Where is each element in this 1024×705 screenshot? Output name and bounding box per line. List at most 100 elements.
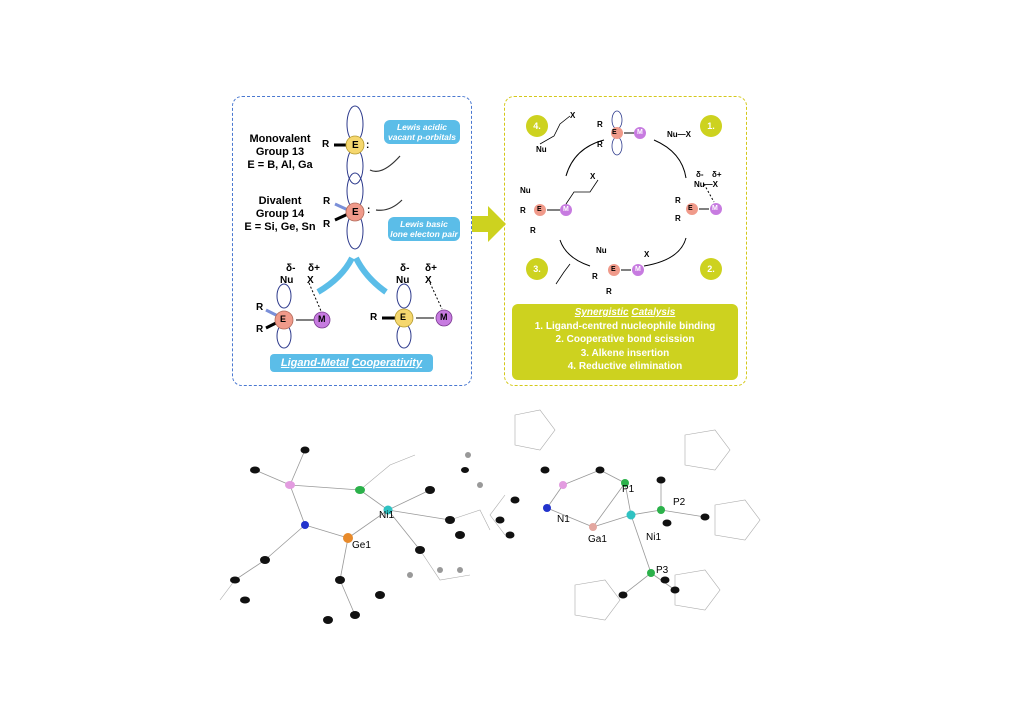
label-n1: N1	[557, 514, 570, 525]
r-left-top: R	[256, 302, 264, 313]
nu-x-bound: Nu—X	[694, 180, 718, 189]
nu-bottom: Nu	[596, 246, 607, 255]
divalent-line-3: E = Si, Ge, Sn	[244, 221, 316, 233]
catalysis-title: Synergistic Catalysis	[512, 306, 738, 320]
crystal-structure-left	[219, 446, 491, 624]
divalent-line-2: Group 14	[255, 208, 305, 220]
nu-left-cycle: Nu	[520, 186, 531, 195]
m-bottom: M	[635, 266, 641, 273]
nu-product: Nu	[536, 145, 547, 154]
x-bottom: X	[644, 250, 650, 259]
cycle-top-complex	[611, 110, 646, 156]
coop-word-2: Cooperativity	[351, 357, 423, 369]
atom-ni1	[383, 505, 393, 515]
group14-center	[334, 172, 365, 250]
label-ni1-left: Ni1	[379, 510, 395, 521]
label-p3: P3	[656, 565, 669, 576]
delta-minus-right: δ-	[400, 263, 410, 274]
r-bottom-1: R	[592, 272, 598, 281]
m-right-complex: M	[440, 312, 448, 322]
synergistic-catalysis-box: Synergistic Catalysis 1. Ligand-centred …	[512, 304, 738, 380]
r-top-2: R	[597, 140, 603, 149]
catalysis-title-word-2: Catalysis	[631, 307, 676, 318]
left-panel-diagram	[265, 105, 453, 349]
r-right-2: R	[675, 214, 681, 223]
label-p1: P1	[622, 484, 635, 495]
r-label-group14-bottom: R	[323, 219, 331, 230]
monovalent-line-3: E = B, Al, Ga	[247, 159, 313, 171]
cooperativity-complex-left	[265, 282, 331, 349]
transition-arrow	[472, 206, 506, 242]
callout-acidic-line-1: Lewis acidic	[396, 122, 448, 132]
catalysis-step-3: 3. Alkene insertion	[580, 347, 670, 359]
r-right-1: R	[675, 196, 681, 205]
divalent-line-1: Divalent	[258, 195, 302, 207]
e-right-complex: E	[400, 312, 407, 322]
step-badge-3: 3.	[526, 258, 548, 280]
r-label-group13: R	[322, 139, 330, 150]
delta-plus-right: δ+	[425, 263, 437, 274]
alkene-substrate	[555, 263, 571, 285]
nu-right: Nu	[396, 275, 410, 286]
label-ni1-right: Ni1	[646, 532, 662, 543]
step-badge-4: 4.	[526, 115, 548, 137]
e-label-group13: E	[352, 140, 359, 151]
product-chain	[539, 115, 571, 145]
atom-n	[301, 521, 309, 529]
atom-p	[355, 486, 365, 494]
x-right: X	[425, 275, 432, 286]
colon-group14: :	[367, 205, 371, 216]
label-ga1: Ga1	[588, 534, 607, 545]
colon-group13: :	[366, 140, 370, 151]
cycle-right-complex	[686, 183, 722, 215]
cooperativity-complex-right	[382, 282, 453, 349]
divalent-label: Divalent Group 14 E = Si, Ge, Sn	[238, 195, 322, 234]
catalytic-cycle-diagram	[534, 110, 722, 285]
callout-lewis-basic: Lewis basic lone electon pair	[388, 217, 460, 241]
atom-p1	[621, 479, 629, 487]
catalysis-title-word-1: Synergistic	[574, 307, 629, 318]
e-left-cycle: E	[537, 206, 542, 213]
x-left-cycle: X	[590, 172, 596, 181]
nu-x-reagent: Nu—X	[667, 130, 691, 139]
m-right: M	[712, 205, 718, 212]
atom-si	[285, 481, 295, 489]
synergistic-catalysis-panel	[504, 96, 747, 386]
m-left-complex: M	[318, 314, 326, 324]
atom-n1	[543, 504, 551, 512]
r-left-cycle-2: R	[530, 226, 536, 235]
cycle-bottom-complex	[608, 264, 644, 276]
delta-plus-cycle: δ+	[712, 170, 722, 179]
delta-minus-cycle: δ-	[696, 170, 704, 179]
e-top: E	[612, 129, 617, 136]
catalysis-step-1: 1. Ligand-centred nucleophile binding	[534, 320, 716, 332]
e-bottom: E	[611, 266, 616, 273]
step-badge-1: 1.	[700, 115, 722, 137]
atom-p3	[647, 569, 655, 577]
atom-p2	[657, 506, 665, 514]
label-p2: P2	[673, 497, 686, 508]
callout-acidic-line-2: vacant p-orbitals	[387, 132, 457, 142]
group13-center	[334, 105, 365, 185]
callout-basic-line-2: lone electon pair	[390, 229, 458, 239]
atom-ge1	[343, 533, 353, 543]
nu-left: Nu	[280, 275, 294, 286]
atom-si-right	[559, 481, 567, 489]
cooperativity-label: Ligand-Metal Cooperativity	[270, 354, 433, 372]
e-left-complex: E	[280, 314, 287, 324]
cycle-left-complex	[534, 179, 599, 216]
delta-plus-left: δ+	[308, 263, 320, 274]
label-ge1: Ge1	[352, 540, 371, 551]
r-label-group14-top: R	[323, 196, 331, 207]
r-left-cycle-1: R	[520, 206, 526, 215]
m-top: M	[637, 129, 643, 136]
catalysis-step-4: 4. Reductive elimination	[567, 361, 683, 372]
e-label-group14: E	[352, 207, 359, 218]
ligand-metal-cooperativity-panel	[232, 96, 472, 386]
r-right: R	[370, 312, 378, 323]
delta-minus-left: δ-	[286, 263, 296, 274]
monovalent-label: Monovalent Group 13 E = B, Al, Ga	[238, 133, 322, 172]
coop-word-1: Ligand-Metal	[280, 357, 349, 369]
monovalent-line-1: Monovalent	[249, 133, 311, 145]
x-left: X	[307, 275, 314, 286]
